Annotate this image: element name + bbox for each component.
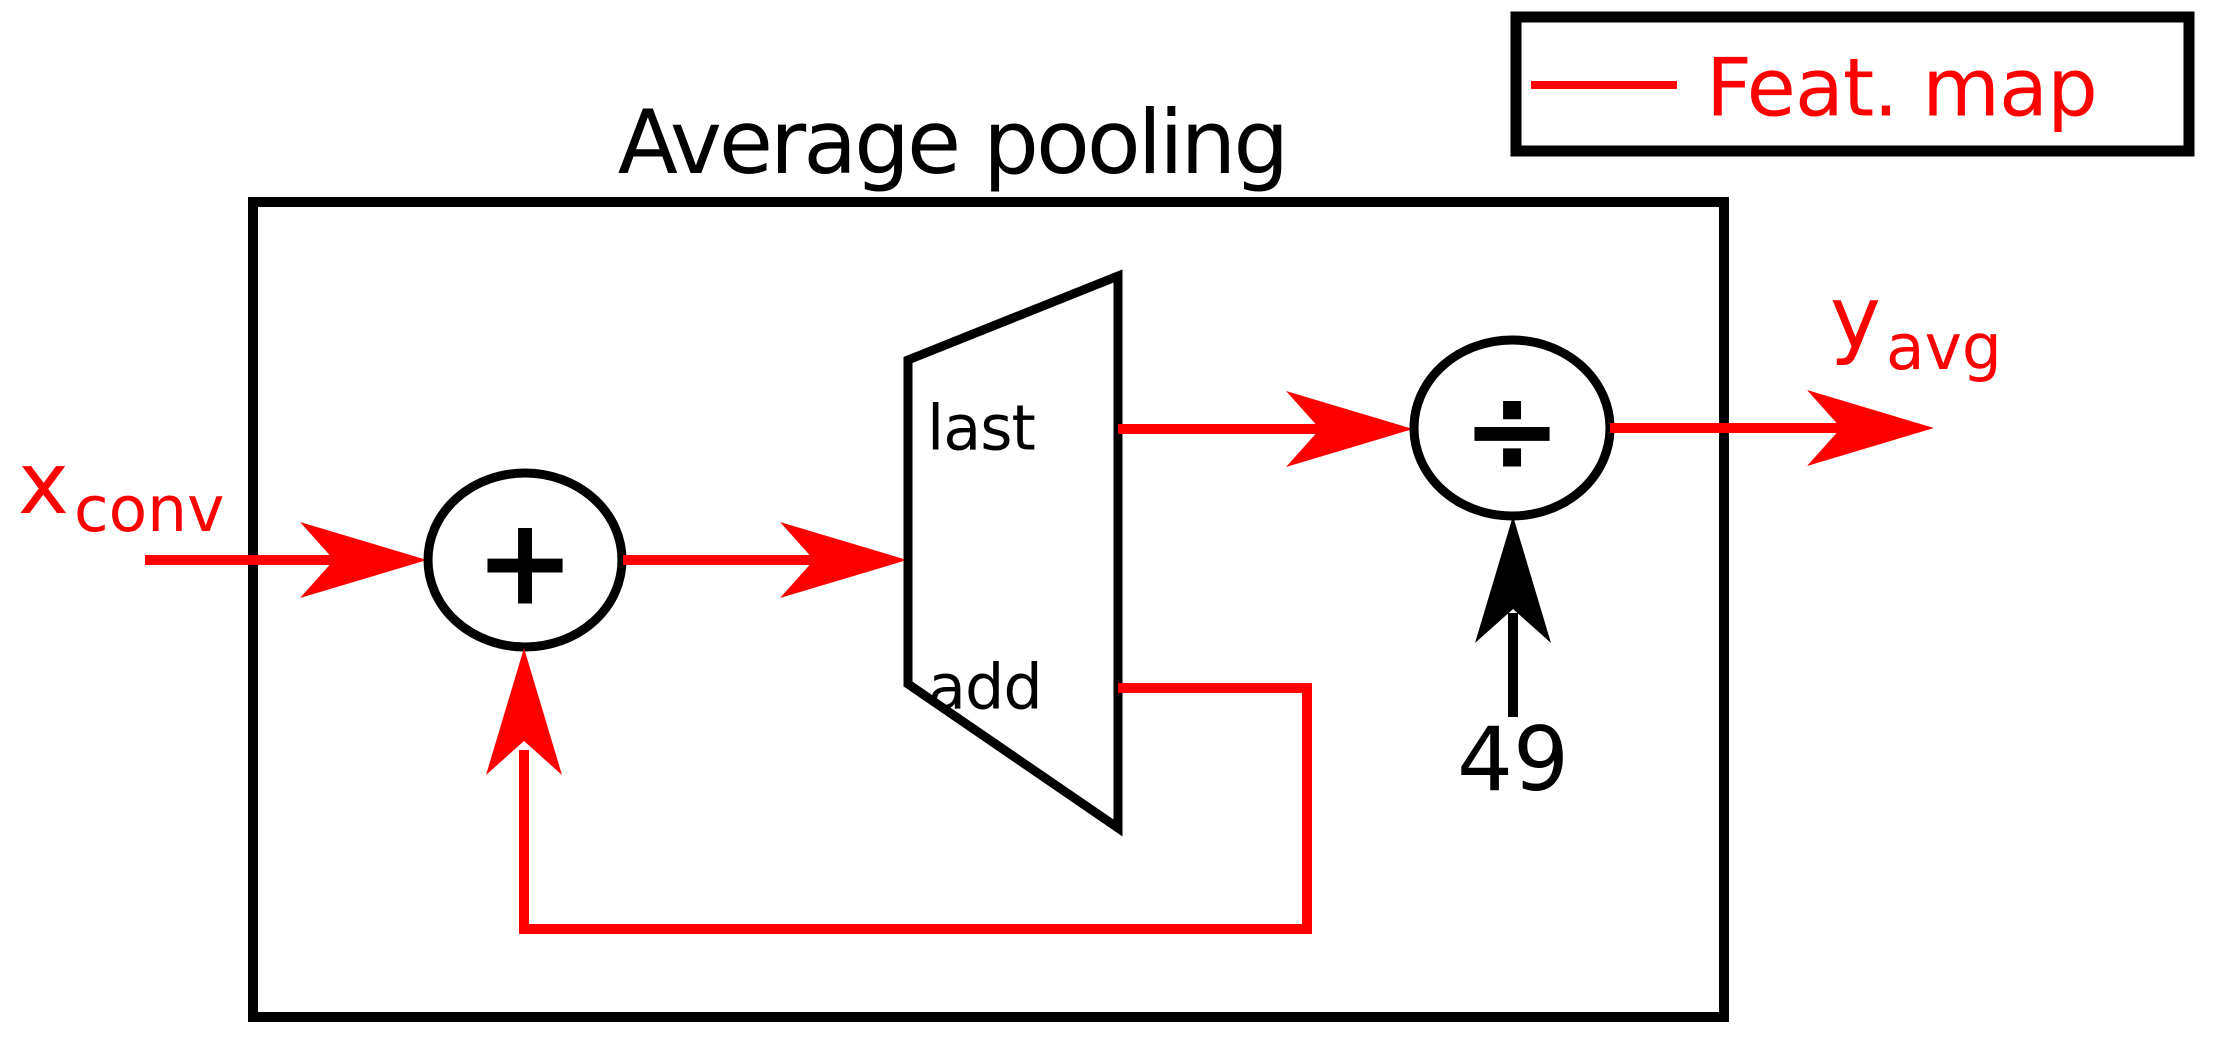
input-label-subscript: conv: [74, 473, 224, 546]
legend-box: [1510, 11, 2195, 157]
output-label-subscript: avg: [1886, 311, 2002, 384]
output-label: y avg: [1830, 268, 2002, 384]
divider-symbol: ÷: [1462, 362, 1563, 501]
pooling-block-border: [248, 197, 1729, 1022]
legend: Feat. map: [1510, 11, 2195, 157]
mux-port-last-label: last: [927, 392, 1035, 465]
legend-feat-map-label: Feat. map: [1706, 42, 2097, 135]
input-label: x conv: [18, 434, 224, 546]
adder-plus-symbol: +: [475, 494, 576, 633]
mux-port-add-label: add: [928, 651, 1042, 724]
feedback-feat-map-path: [519, 683, 1312, 934]
mux-trapezoid: [903, 269, 1123, 837]
diagram-title: Average pooling: [618, 91, 1286, 194]
output-label-base: y: [1830, 268, 1881, 368]
divisor-value-label: 49: [1457, 708, 1569, 811]
adder-circle: [423, 468, 627, 652]
input-label-base: x: [18, 434, 69, 534]
